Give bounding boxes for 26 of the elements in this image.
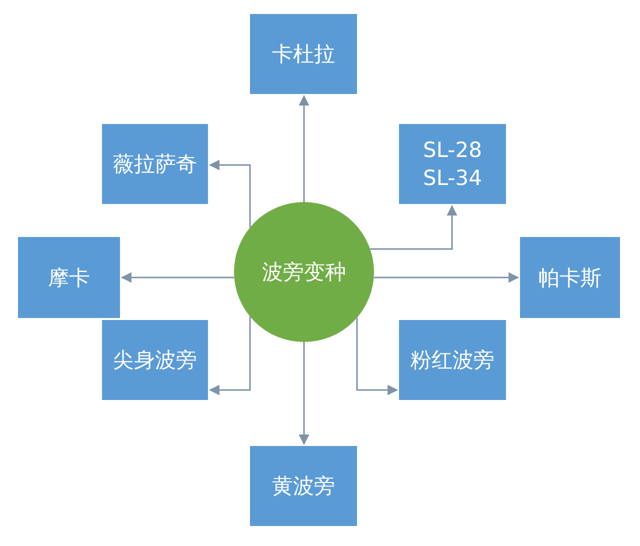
variety-box [399,320,506,400]
variety-box [250,14,357,94]
node-label: 薇拉萨奇 [113,151,197,178]
arrow [370,204,458,250]
arrow [356,318,398,396]
node-label: 粉红波旁 [410,347,494,374]
arrow [298,94,310,202]
variety-box [102,320,208,400]
node-label: SL-34 [423,165,482,192]
node-label: 黄波旁 [272,473,335,500]
arrow [120,272,234,283]
variety-box [102,124,208,204]
node-label: 摩卡 [48,264,90,292]
node-label: SL-28 [423,137,482,164]
arrow [208,160,251,228]
node-label: 尖身波旁 [113,347,197,374]
node-label: 卡杜拉 [272,41,335,68]
variety-box [18,237,120,318]
arrow [298,342,310,446]
variety-box [399,124,506,204]
node-label: 波旁变种 [262,259,346,286]
node-label: 帕卡斯 [538,264,602,292]
arrow [208,316,251,396]
arrow [374,272,520,283]
variety-box [520,237,620,318]
variety-box [250,446,357,526]
